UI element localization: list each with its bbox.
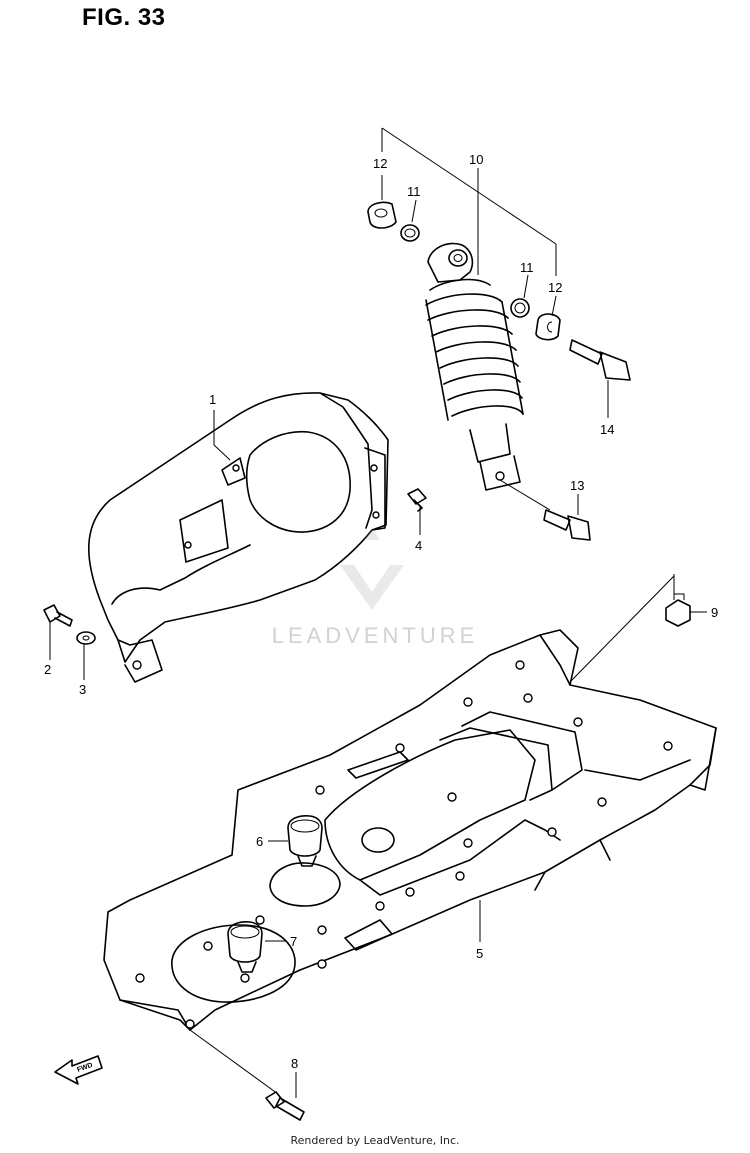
callout-2: 2 [44,662,51,677]
leader-lines [49,127,707,1098]
part-12-bushing-upper[interactable] [367,201,397,229]
footer-credit: Rendered by LeadVenture, Inc. [290,1134,460,1147]
part-5-floor-board[interactable] [103,629,717,1031]
part-11-washer-upper[interactable] [400,224,420,242]
callout-9: 9 [711,605,718,620]
callout-6: 6 [256,834,263,849]
watermark-logo-icon [340,528,404,610]
callout-1: 1 [209,392,216,407]
part-8-bolt[interactable] [265,1091,305,1121]
forward-arrow-icon: FWD [54,1055,103,1085]
part-7-cushion[interactable] [227,921,263,973]
part-6-cushion[interactable] [287,815,323,867]
callout-labels: 1 2 3 4 5 6 7 8 9 10 11 11 12 12 13 14 [44,152,718,1071]
callout-12a: 12 [373,156,387,171]
part-13-bolt[interactable] [543,509,591,541]
callout-10: 10 [469,152,483,167]
part-9-nut[interactable] [665,593,691,627]
part-4-bolt[interactable] [407,488,427,512]
callout-11b: 11 [520,260,534,275]
callout-5: 5 [476,946,483,961]
callout-4: 4 [415,538,422,553]
callout-11a: 11 [407,184,421,199]
part-10-shock-absorber[interactable] [425,242,524,491]
part-1-cover[interactable] [87,392,389,683]
part-11-washer-lower[interactable] [510,298,530,318]
part-14-bolt[interactable] [569,339,631,381]
floor-board-holes [135,660,673,1029]
callout-13: 13 [570,478,584,493]
callout-8: 8 [291,1056,298,1071]
part-12-bushing-lower[interactable] [535,313,561,341]
callout-12b: 12 [548,280,562,295]
part-3-washer[interactable] [76,631,96,645]
callout-7: 7 [290,934,297,949]
callout-14: 14 [600,422,614,437]
watermark-text: LEADVENTURE [271,623,479,648]
callout-3: 3 [79,682,86,697]
part-2-bolt[interactable] [43,604,73,627]
figure-title: FIG. 33 [82,4,166,31]
